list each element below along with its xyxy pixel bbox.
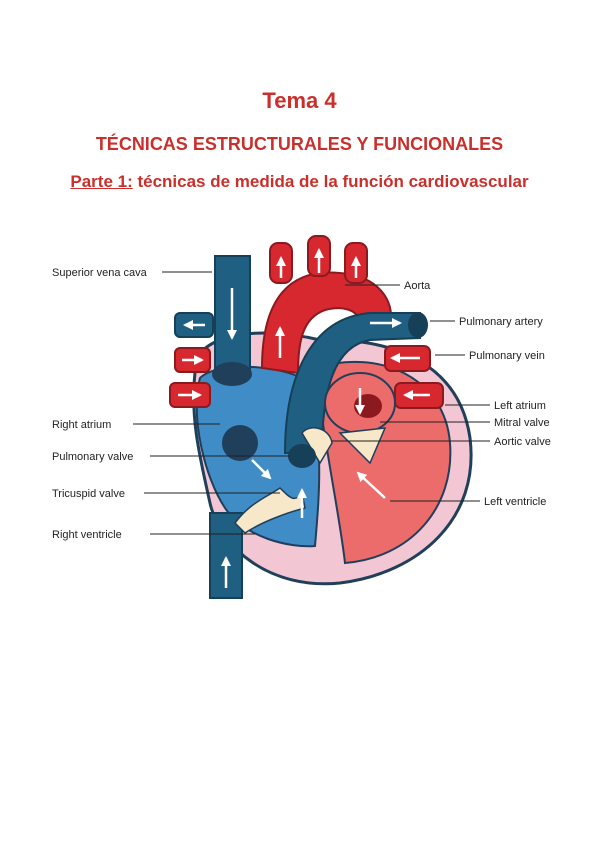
heart-diagram: Superior vena cava Aorta Pulmonary arter…	[52, 235, 551, 599]
parte-text: técnicas de medida de la función cardiov…	[132, 172, 529, 191]
label-mitral-valve: Mitral valve	[494, 417, 550, 429]
label-right-atrium: Right atrium	[52, 419, 111, 431]
parte-label: Parte 1:	[70, 172, 133, 191]
label-left-ventricle: Left ventricle	[484, 496, 546, 508]
label-pulmonary-valve: Pulmonary valve	[52, 451, 133, 463]
label-right-ventricle: Right ventricle	[52, 529, 122, 541]
label-pulmonary-vein: Pulmonary vein	[469, 350, 545, 362]
right-atrium-opening	[222, 425, 258, 461]
aortic-valve-shape	[301, 427, 333, 465]
label-aorta: Aorta	[404, 280, 431, 292]
tricuspid-valve-shape	[234, 487, 306, 534]
parte-heading: Parte 1: técnicas de medida de la funció…	[0, 172, 599, 192]
label-aortic-valve: Aortic valve	[494, 436, 551, 448]
label-left-atrium: Left atrium	[494, 400, 546, 412]
label-pulmonary-artery: Pulmonary artery	[459, 316, 543, 328]
subtitle: TÉCNICAS ESTRUCTURALES Y FUNCIONALES	[95, 134, 504, 154]
label-tricuspid-valve: Tricuspid valve	[52, 488, 125, 500]
label-superior-vena-cava: Superior vena cava	[52, 267, 148, 279]
mitral-valve-shape	[338, 427, 387, 465]
tema-title: Tema 4	[262, 88, 337, 113]
